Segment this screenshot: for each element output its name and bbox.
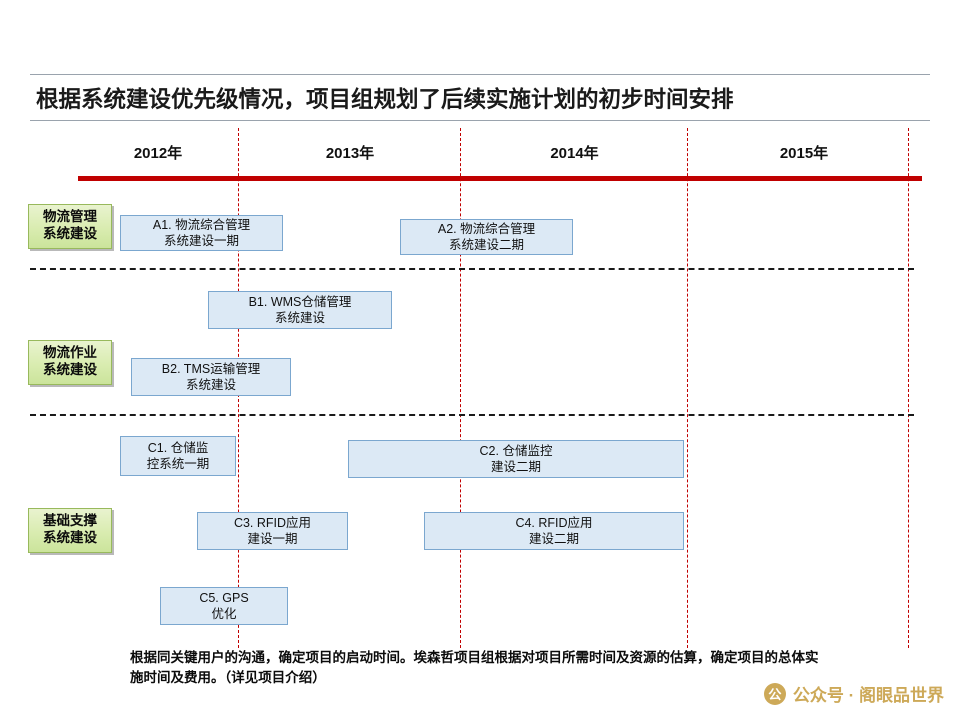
category-label-line: 基础支撑 [43,513,97,528]
category-label-1: 物流管理系统建设 [28,204,112,249]
task-bar[interactable]: A2. 物流综合管理系统建设二期 [400,219,573,255]
task-bar-label: C1. 仓储监控系统一期 [146,441,210,471]
task-bar-label: B2. TMS运输管理系统建设 [161,362,261,392]
year-label-1: 2012年 [133,145,183,162]
row-separator-1 [30,268,914,270]
watermark-text: 公众号 · 阁眼品世界 [792,686,944,705]
category-label-line: 系统建设 [43,529,97,545]
task-bar[interactable]: C1. 仓储监控系统一期 [120,436,236,476]
title-divider-top [30,74,930,75]
task-bar[interactable]: B2. TMS运输管理系统建设 [131,358,291,396]
watermark: 公 公众号 · 阁眼品世界 [763,681,944,706]
task-bar-label: C3. RFID应用建设一期 [233,516,312,546]
task-bar-label: C2. 仓储监控建设二期 [479,444,553,474]
task-bar[interactable]: A1. 物流综合管理系统建设一期 [120,215,283,251]
year-separator-2 [460,128,461,648]
task-bar-label: A1. 物流综合管理系统建设一期 [152,218,251,248]
task-bar-label: A2. 物流综合管理系统建设二期 [437,222,536,252]
row-separator-2 [30,414,914,416]
task-bar[interactable]: C3. RFID应用建设一期 [197,512,348,550]
category-label-2: 物流作业系统建设 [28,340,112,385]
timeline-axis-bar [78,176,922,181]
title-divider-bottom [30,120,930,121]
year-label-3: 2014年 [550,145,599,162]
task-bar[interactable]: C4. RFID应用建设二期 [424,512,684,550]
year-separator-4 [908,128,909,648]
task-bar-label: C4. RFID应用建设二期 [515,516,593,546]
year-separator-3 [687,128,688,648]
task-bar-label: B1. WMS仓储管理系统建设 [248,295,352,325]
category-label-line: 物流作业 [43,345,97,360]
category-label-line: 物流管理 [43,209,97,224]
footer-note: 根据同关键用户的沟通，确定项目的启动时间。埃森哲项目组根据对项目所需时间及资源的… [130,650,819,685]
year-label-2: 2013年 [325,145,375,162]
year-label-4: 2015年 [779,145,829,162]
task-bar[interactable]: B1. WMS仓储管理系统建设 [208,291,392,329]
page-title: 根据系统建设优先级情况，项目组规划了后续实施计划的初步时间安排 [36,87,734,112]
task-bar[interactable]: C2. 仓储监控建设二期 [348,440,684,478]
category-label-3: 基础支撑系统建设 [28,508,112,553]
watermark-logo-icon: 公 [763,682,786,705]
category-label-line: 系统建设 [43,361,97,377]
category-label-line: 系统建设 [43,225,97,241]
